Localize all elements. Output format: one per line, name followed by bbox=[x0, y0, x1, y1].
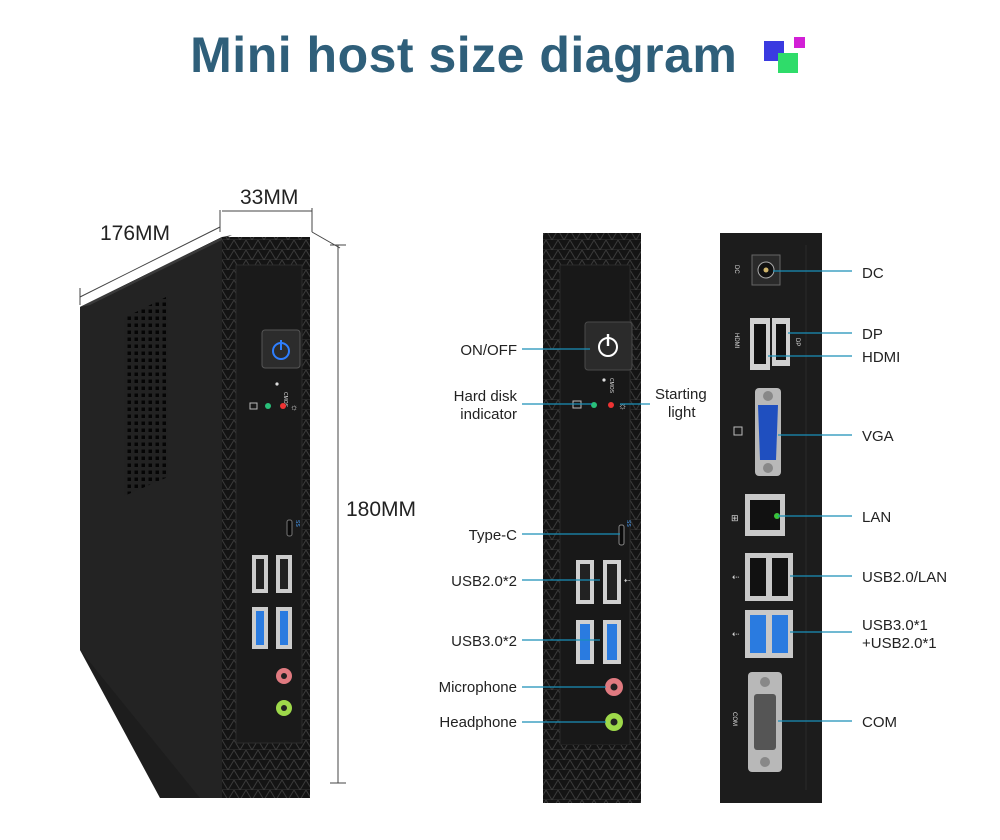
label-dc: DC bbox=[862, 265, 884, 282]
label-start-line1: Starting bbox=[655, 386, 707, 403]
host-3d-view: CMOS ☼ SS bbox=[80, 235, 310, 798]
side-vent bbox=[124, 296, 168, 496]
dim-height-label: 180MM bbox=[346, 498, 416, 521]
label-com: COM bbox=[862, 714, 897, 731]
dim-depth-label: 176MM bbox=[100, 222, 170, 245]
label-usb3-line1: USB3.0*1 bbox=[862, 617, 928, 634]
label-hdd-line2: indicator bbox=[460, 406, 517, 423]
dc-silkscreen: DC bbox=[733, 265, 739, 274]
label-hdd-line1: Hard disk bbox=[454, 388, 518, 405]
svg-text:⇠: ⇠ bbox=[732, 572, 740, 582]
label-typec: Type-C bbox=[469, 527, 518, 544]
svg-text:⊞: ⊞ bbox=[731, 513, 739, 523]
label-microphone: Microphone bbox=[439, 679, 517, 696]
front-panel-view: CMOS ☼ SS ⇠ bbox=[543, 233, 641, 803]
page-title: Mini host size diagram bbox=[190, 27, 738, 83]
label-usb2: USB2.0*2 bbox=[451, 573, 517, 590]
svg-text:☼: ☼ bbox=[618, 401, 627, 412]
label-on-off: ON/OFF bbox=[460, 342, 517, 359]
dp-silkscreen: DP bbox=[794, 338, 800, 346]
label-lan: LAN bbox=[862, 509, 891, 526]
svg-text:⇠: ⇠ bbox=[624, 576, 631, 585]
dim-width-label: 33MM bbox=[240, 186, 298, 209]
label-hdmi: HDMI bbox=[862, 349, 900, 366]
diagram-title-block: Mini host size diagram bbox=[0, 26, 1000, 84]
hdmi-silkscreen: HDMI bbox=[733, 333, 739, 349]
brand-logo-icon bbox=[763, 35, 810, 75]
com-silkscreen: COM bbox=[731, 712, 737, 726]
svg-text:☼: ☼ bbox=[290, 402, 298, 412]
label-dp: DP bbox=[862, 326, 883, 343]
rear-callout-lines bbox=[768, 270, 852, 722]
label-usb3-line2: +USB2.0*1 bbox=[862, 635, 937, 652]
svg-text:⇠: ⇠ bbox=[732, 629, 740, 639]
cmos-silkscreen-front: CMOS bbox=[608, 378, 614, 394]
label-usb3: USB3.0*2 bbox=[451, 633, 517, 650]
label-headphone: Headphone bbox=[439, 714, 517, 731]
svg-text:SS: SS bbox=[625, 520, 631, 527]
rear-panel-view: DC HDMI DP ⊞ ⇠ ⇠ COM bbox=[720, 233, 822, 803]
label-usb2-lan: USB2.0/LAN bbox=[862, 569, 947, 586]
label-vga: VGA bbox=[862, 428, 894, 445]
svg-text:SS: SS bbox=[294, 520, 300, 527]
label-start-line2: light bbox=[668, 404, 696, 421]
dimension-lines bbox=[79, 208, 346, 784]
front-callout-lines bbox=[522, 348, 650, 723]
cmos-silkscreen-left: CMOS bbox=[282, 392, 288, 408]
